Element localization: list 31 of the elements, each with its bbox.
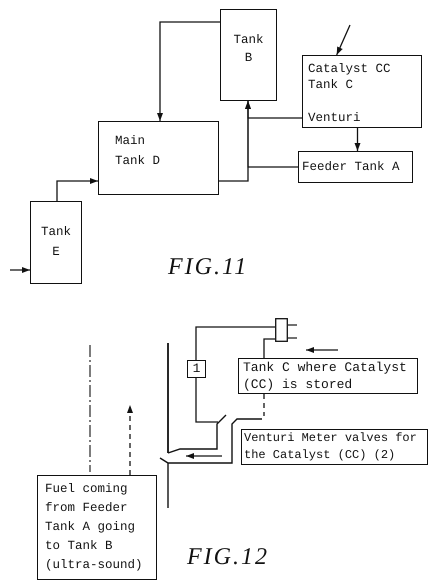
- tank-box: [98, 121, 219, 195]
- node-label: Tank E: [40, 224, 72, 261]
- connector-line: [195, 326, 275, 360]
- node-label: Venturi Meter valves for the Catalyst (CC) (2): [244, 430, 418, 464]
- node-label: Fuel coming from Feeder Tank A going to Tank B (ultra-sound): [45, 481, 144, 574]
- arrow: [157, 21, 220, 121]
- node-label: Tank C where Catalyst (CC) is stored: [243, 359, 408, 393]
- callout-box: [37, 475, 157, 580]
- dashed-connector-line: [263, 394, 265, 416]
- tank-box: [302, 55, 422, 128]
- figure-label: FIG.11: [168, 253, 248, 281]
- arrow: [56, 178, 98, 201]
- tank-box: [298, 151, 413, 183]
- arrow: [354, 128, 360, 151]
- dashed-arrow: [127, 405, 133, 475]
- node-label: Main Tank D: [115, 133, 162, 170]
- valve-symbol: [275, 318, 297, 342]
- connector-line: [195, 378, 218, 423]
- numbered-box: [187, 360, 206, 378]
- arrow: [336, 24, 351, 56]
- tank-box: [220, 9, 277, 101]
- node-label: Catalyst CC Tank C: [308, 61, 392, 93]
- figure-label: FIG.12: [187, 543, 269, 571]
- connector-line: [263, 338, 275, 358]
- tank-box: [30, 201, 82, 284]
- node-label: 1: [192, 361, 202, 376]
- arrow: [245, 101, 298, 168]
- node-label: Feeder Tank A: [302, 159, 401, 175]
- arrow: [10, 267, 30, 273]
- node-label: Tank B: [232, 32, 264, 67]
- node-label: Venturi: [308, 110, 362, 126]
